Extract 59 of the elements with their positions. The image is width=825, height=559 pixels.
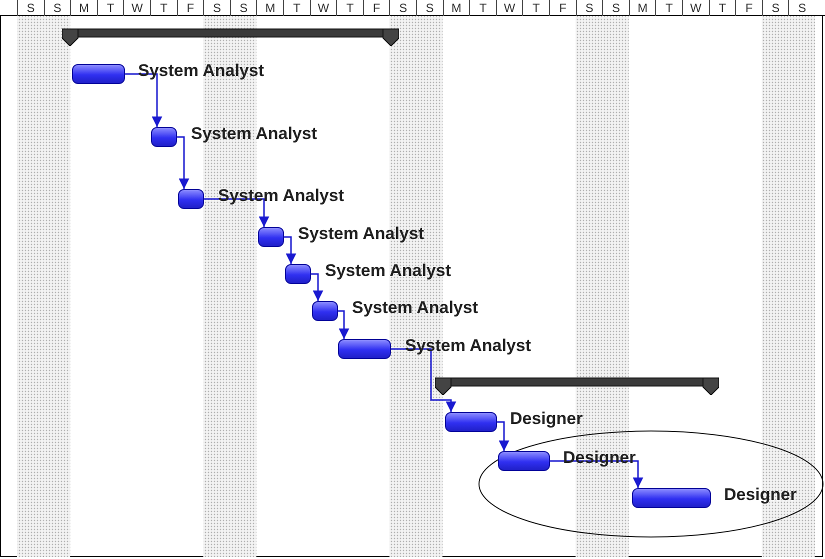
task-bar xyxy=(72,64,125,84)
day-letter: F xyxy=(176,0,204,16)
resource-label: Designer xyxy=(510,409,583,429)
dependency-arrow xyxy=(311,273,324,301)
dependency-arrow xyxy=(497,421,510,451)
resource-label: System Analyst xyxy=(298,224,424,244)
summary-bar xyxy=(62,28,399,46)
day-letter: W xyxy=(123,0,150,16)
resource-label: Designer xyxy=(724,485,797,505)
task-bar xyxy=(151,127,177,147)
day-letter: M xyxy=(442,0,470,16)
resource-label: System Analyst xyxy=(352,298,478,318)
day-letter: S xyxy=(230,0,256,16)
dependency-arrow xyxy=(177,136,190,189)
day-letter: M xyxy=(70,0,97,16)
day-letter: T xyxy=(469,0,496,16)
dependency-arrow xyxy=(338,310,350,339)
day-letter: F xyxy=(549,0,576,16)
day-letter: S xyxy=(389,0,416,16)
task-bar xyxy=(498,451,550,471)
day-letter: S xyxy=(762,0,788,16)
dependency-arrow xyxy=(204,198,270,227)
day-letter: T xyxy=(283,0,310,16)
summary-bar xyxy=(435,377,719,395)
task-bar xyxy=(258,227,284,247)
day-letter: T xyxy=(336,0,363,16)
task-bar xyxy=(178,189,204,209)
resource-label: System Analyst xyxy=(138,61,264,81)
day-letter: S xyxy=(602,0,629,16)
day-letter: S xyxy=(416,0,443,16)
day-letter: S xyxy=(788,0,815,16)
day-letter: T xyxy=(655,0,682,16)
day-letter: F xyxy=(735,0,762,16)
task-bar xyxy=(632,488,711,508)
day-letter: M xyxy=(256,0,283,16)
day-letter: S xyxy=(576,0,602,16)
task-bar xyxy=(285,264,311,284)
day-letter: W xyxy=(682,0,709,16)
resource-label: System Analyst xyxy=(405,336,531,356)
day-letter: W xyxy=(310,0,336,16)
task-bar xyxy=(312,301,338,321)
day-letter: T xyxy=(96,0,124,16)
day-letter: T xyxy=(708,0,736,16)
day-letter: M xyxy=(628,0,656,16)
day-letter: T xyxy=(522,0,549,16)
day-letter: T xyxy=(150,0,177,16)
day-letter: F xyxy=(362,0,390,16)
dependency-arrow xyxy=(125,73,162,127)
day-letter: W xyxy=(496,0,522,16)
dependency-arrow xyxy=(284,236,296,264)
dependency-arrow xyxy=(391,348,456,412)
task-bar xyxy=(445,412,497,432)
resource-label: System Analyst xyxy=(325,261,451,281)
day-letter: S xyxy=(203,0,230,16)
task-bar xyxy=(338,339,391,359)
dependency-arrow xyxy=(550,460,644,488)
day-letter: S xyxy=(44,0,70,16)
resource-label: System Analyst xyxy=(191,124,317,144)
day-letter: S xyxy=(17,0,44,16)
